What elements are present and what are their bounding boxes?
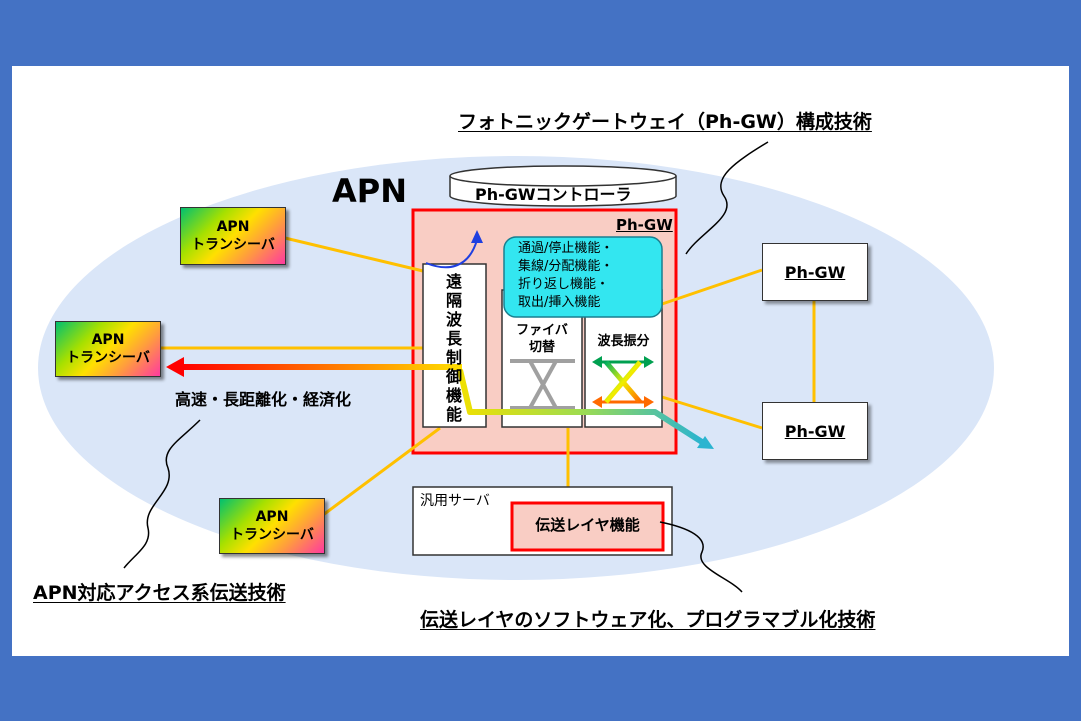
- phgw-node-label: Ph-GW: [784, 421, 846, 441]
- controller-cylinder: [449, 165, 677, 207]
- apn-title: APN: [332, 172, 407, 210]
- function-item: 集線/分配機能・: [518, 259, 614, 274]
- wavelength-split-label: 波長振分: [597, 334, 650, 349]
- phgw-tech-heading: フォトニックゲートウェイ（Ph-GW）構成技術: [458, 111, 872, 133]
- phgw-node-right-1: Ph-GW: [762, 243, 868, 301]
- speed-text: 高速・長距離化・経済化: [175, 390, 352, 409]
- controller-label: Ph-GWコントローラ: [475, 185, 632, 204]
- apn-transceiver-3: APN トランシーバ: [219, 498, 325, 554]
- signal-arrow-icon: [425, 230, 483, 269]
- remote-wavelength-box: [422, 263, 487, 428]
- fiber-switch-label: ファイバ 切替: [502, 322, 582, 356]
- transport-layer-box: [510, 501, 665, 552]
- function-item: 取出/挿入機能: [518, 295, 601, 310]
- transceiver-line: APN: [255, 509, 289, 525]
- functions-box: [503, 236, 663, 318]
- transceiver-line: トランシーバ: [230, 527, 314, 543]
- phgw-main-label: Ph-GW: [616, 216, 673, 234]
- transport-layer-label: 伝送レイヤ機能: [535, 516, 640, 534]
- crossbar-switch-icon: [510, 359, 575, 410]
- fiber-switch-line: ファイバ: [516, 323, 568, 338]
- wavelength-path-arrow: [457, 369, 714, 449]
- callout-lines: [123, 141, 769, 593]
- fiber-switch-line: 切替: [528, 340, 555, 355]
- phgw-node-right-2: Ph-GW: [762, 402, 868, 460]
- transceiver-line: トランシーバ: [66, 350, 150, 366]
- server-label: 汎用サーバ: [420, 493, 490, 509]
- remote-wavelength-label: 遠隔波長制御機能: [446, 272, 463, 424]
- function-item: 通過/停止機能・: [518, 241, 614, 256]
- apn-transceiver-1: APN トランシーバ: [180, 207, 286, 265]
- wavelength-split-arrows-icon: [592, 356, 654, 408]
- functions-list: 通過/停止機能・ 集線/分配機能・ 折り返し機能・ 取出/挿入機能: [518, 240, 613, 312]
- transceiver-line: APN: [91, 332, 125, 348]
- function-item: 折り返し機能・: [518, 277, 610, 292]
- transceiver-line: トランシーバ: [191, 237, 275, 253]
- apn-transceiver-2: APN トランシーバ: [55, 321, 161, 377]
- transceiver-line: APN: [216, 219, 250, 235]
- long-distance-arrow: [166, 357, 462, 377]
- phgw-node-label: Ph-GW: [784, 262, 846, 282]
- software-tech-heading: 伝送レイヤのソフトウェア化、プログラマブル化技術: [420, 609, 876, 631]
- access-tech-heading: APN対応アクセス系伝送技術: [33, 582, 286, 604]
